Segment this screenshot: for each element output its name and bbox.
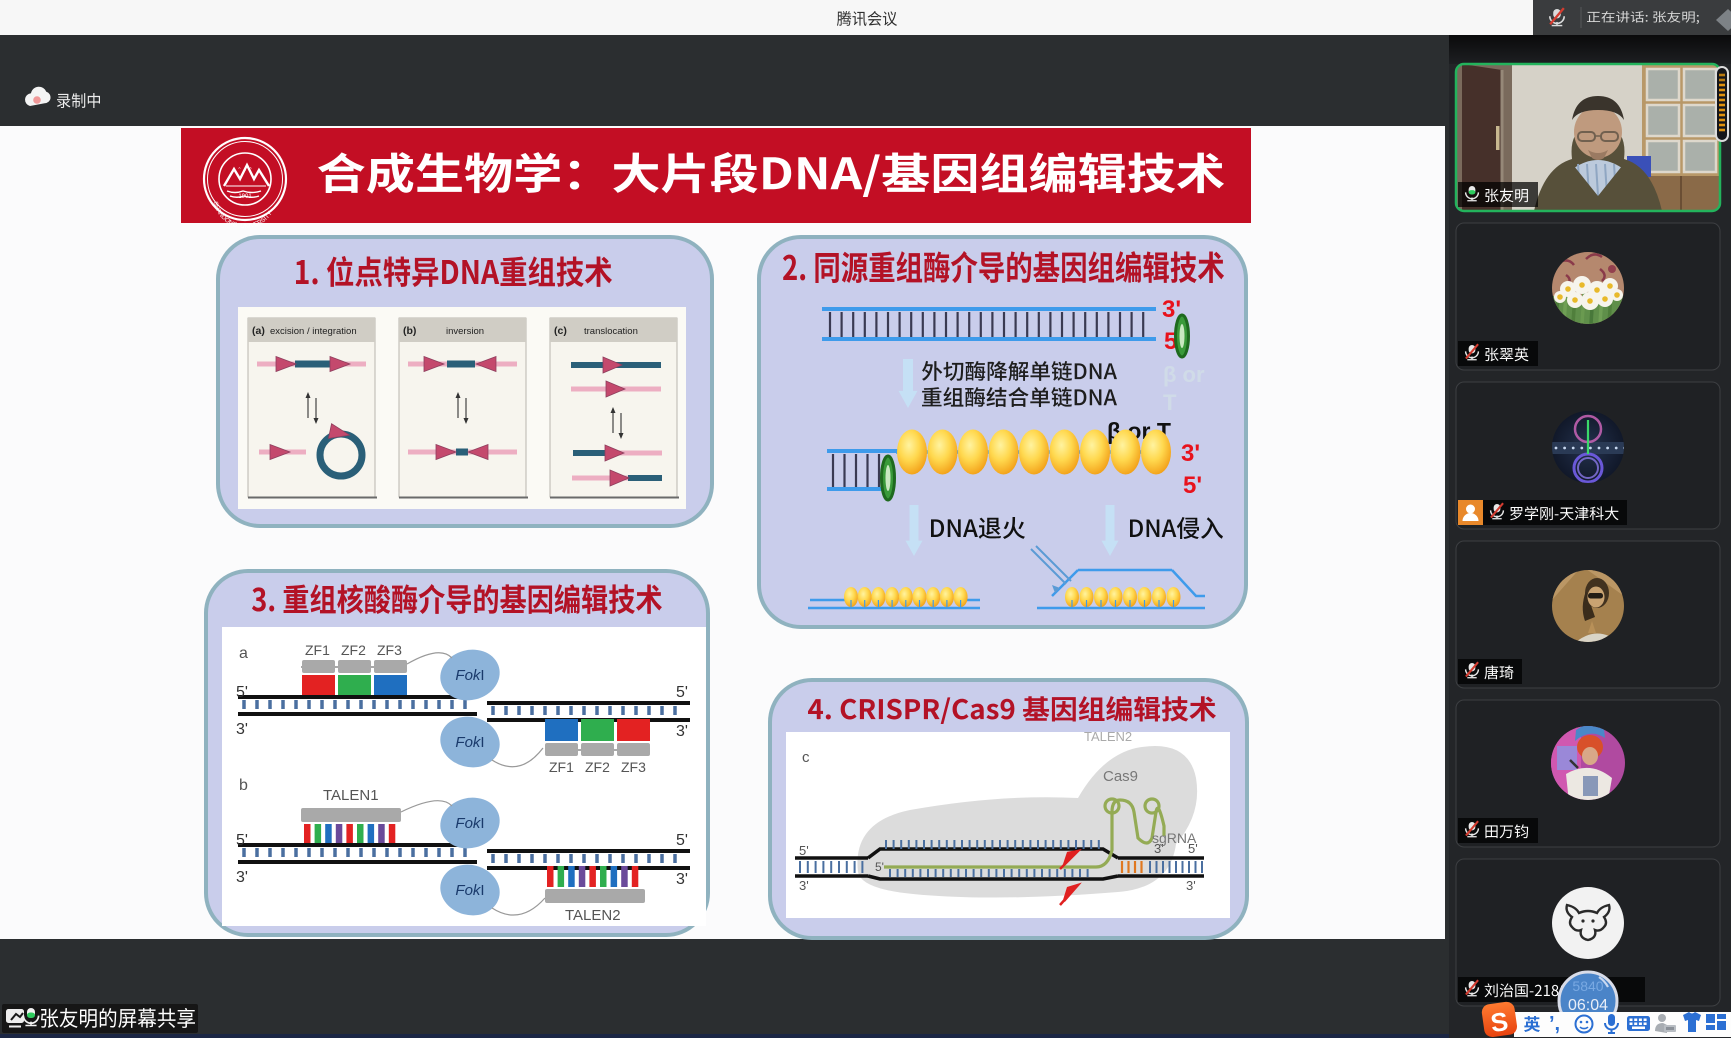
svg-text:inversion: inversion [446,326,484,337]
svg-text:5': 5' [236,832,248,849]
svg-text:1901: 1901 [238,194,252,200]
svg-text:3': 3' [236,869,248,886]
svg-text:TALEN2: TALEN2 [565,907,621,924]
svg-text:FokI: FokI [455,734,484,751]
svg-text:3': 3' [676,723,688,740]
svg-text:b: b [239,777,248,794]
svg-text:sgRNA: sgRNA [1152,830,1197,846]
svg-text:ZF1: ZF1 [305,642,330,658]
svg-text:(b): (b) [403,325,416,337]
svg-text:5': 5' [676,684,688,701]
svg-text:ZF2: ZF2 [585,759,610,775]
svg-text:T: T [1163,390,1177,415]
svg-text:ZF1: ZF1 [549,759,574,775]
svg-text:c: c [802,749,810,766]
svg-text:5840: 5840 [1572,978,1603,994]
svg-text:5': 5' [236,684,248,701]
svg-text:excision / integration: excision / integration [270,326,357,337]
svg-text:3': 3' [676,871,688,888]
svg-text:Cas9: Cas9 [1103,768,1138,785]
svg-text:5': 5' [676,832,688,849]
svg-text:ZF2: ZF2 [341,642,366,658]
svg-text:3': 3' [1181,440,1200,467]
svg-text:5': 5' [1183,472,1202,499]
svg-text:ZF3: ZF3 [621,759,646,775]
svg-text:TALEN2: TALEN2 [1084,729,1132,744]
svg-text:S: S [1489,1006,1510,1038]
svg-text:’,: ’, [1549,1013,1560,1035]
svg-text:06:04: 06:04 [1568,997,1608,1014]
svg-text:FokI: FokI [455,882,484,899]
svg-text:a: a [239,645,248,662]
svg-text:ZF3: ZF3 [377,642,402,658]
svg-text:3': 3' [1154,841,1164,856]
svg-text:5': 5' [799,843,809,858]
svg-text:translocation: translocation [584,326,638,337]
svg-text:(c): (c) [554,325,567,337]
svg-text:3': 3' [799,878,809,893]
svg-text:⌃ ⌄ ⌃: ⌃ ⌄ ⌃ [237,167,252,173]
svg-text:3': 3' [1162,296,1181,323]
svg-text:FokI: FokI [455,667,484,684]
svg-text:5': 5' [1188,841,1198,856]
svg-text:FokI: FokI [455,815,484,832]
svg-text:5': 5' [875,860,884,874]
svg-text:3': 3' [236,721,248,738]
svg-text:3': 3' [1186,878,1196,893]
svg-text:β or: β or [1163,362,1205,387]
svg-text:TALEN1: TALEN1 [323,787,379,804]
svg-text:(a): (a) [252,325,265,337]
